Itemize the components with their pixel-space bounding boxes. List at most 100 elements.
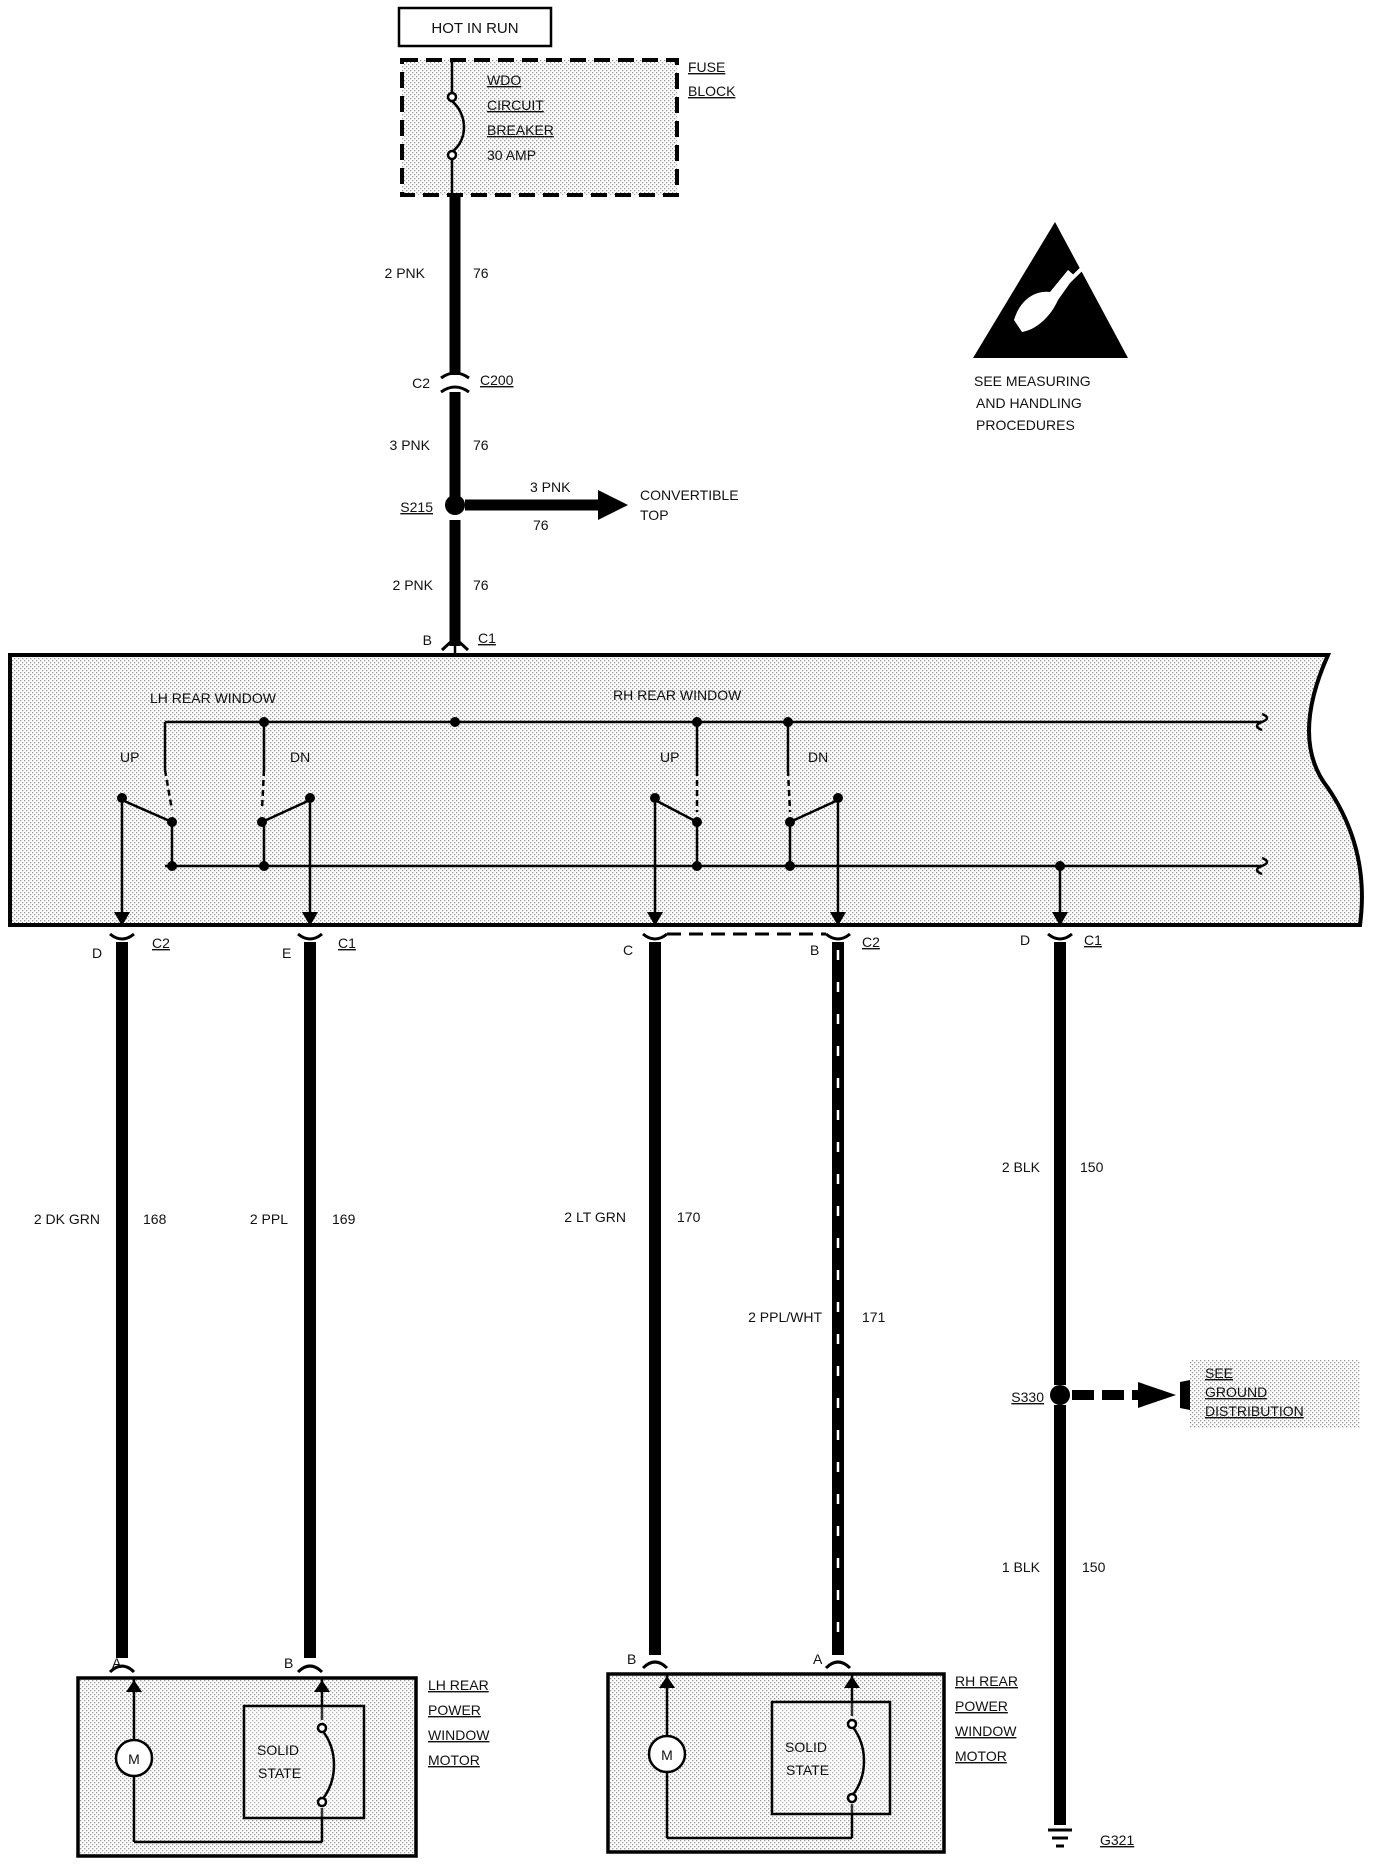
rh-solid-state-1: SOLID bbox=[785, 1739, 827, 1755]
lh-solid-state-2: STATE bbox=[258, 1765, 301, 1781]
rh-up-label: UP bbox=[660, 749, 679, 765]
rh-switch-nodes bbox=[650, 717, 1065, 871]
rh-motor-pin-a: A bbox=[813, 1651, 823, 1667]
out2-color: 2 PPL bbox=[250, 1211, 288, 1227]
out5-color: 2 BLK bbox=[1002, 1159, 1041, 1175]
hot-in-run-label: HOT IN RUN bbox=[431, 20, 518, 37]
lh-solid-state-1: SOLID bbox=[257, 1742, 299, 1758]
feed-w2-circuit: 76 bbox=[473, 437, 489, 453]
lh-motor-label-4: MOTOR bbox=[428, 1752, 480, 1768]
esd-warning-icon bbox=[973, 222, 1128, 358]
conn-c2-label: C2 bbox=[412, 375, 430, 391]
branch-circuit: 76 bbox=[533, 517, 549, 533]
lh-motor-internal-wiring bbox=[132, 1678, 366, 1844]
lh-motor-pin-arrows bbox=[126, 1680, 330, 1692]
feed-wire bbox=[440, 195, 470, 722]
breaker-label-3: BREAKER bbox=[487, 122, 554, 138]
fuse-block: WDO CIRCUIT BREAKER 30 AMP bbox=[400, 58, 679, 197]
rh-motor-pin-b: B bbox=[627, 1651, 636, 1667]
out1-pin: D bbox=[92, 945, 102, 961]
lh-switch-contacts bbox=[120, 722, 312, 920]
switch-output-arrows bbox=[114, 912, 1068, 926]
output-wires bbox=[116, 942, 1066, 1825]
lh-dn-label: DN bbox=[290, 749, 310, 765]
conn-c200-label: C200 bbox=[480, 372, 514, 388]
out3-pin: C bbox=[623, 942, 633, 958]
out1-circuit: 168 bbox=[143, 1211, 167, 1227]
ground-g321-label: G321 bbox=[1100, 1832, 1134, 1848]
lh-motor-label-2: POWER bbox=[428, 1702, 481, 1718]
splice-s215 bbox=[445, 495, 465, 515]
branch-dest-1: CONVERTIBLE bbox=[640, 487, 739, 503]
rear-window-switch-assembly: LH REAR WINDOW RH REAR WINDOW bbox=[8, 653, 1364, 927]
rh-motor-label-2: POWER bbox=[955, 1698, 1008, 1714]
rh-solid-state-2: STATE bbox=[786, 1762, 829, 1778]
lh-rear-window-motor: M SOLID STATE A B bbox=[76, 1655, 418, 1858]
lh-switch-nodes bbox=[117, 717, 315, 871]
out5-pin: D bbox=[1020, 932, 1030, 948]
rh-motor-label-4: MOTOR bbox=[955, 1748, 1007, 1764]
esd-notice-3: PROCEDURES bbox=[976, 417, 1075, 433]
rh-rear-window-title: RH REAR WINDOW bbox=[613, 687, 742, 703]
out4-pin: B bbox=[810, 942, 819, 958]
output-connectors bbox=[109, 932, 1073, 941]
out2-conn: C1 bbox=[338, 935, 356, 951]
lh-motor-connectors bbox=[108, 1664, 324, 1674]
switch-conn-c1: C1 bbox=[478, 630, 496, 646]
lh-motor-label-3: WINDOW bbox=[428, 1727, 490, 1743]
feed-w3-circuit: 76 bbox=[473, 577, 489, 593]
out4-circuit: 171 bbox=[862, 1309, 886, 1325]
out3-circuit: 170 bbox=[677, 1209, 701, 1225]
splice-s330 bbox=[1050, 1385, 1070, 1405]
feed-w2-color: 3 PNK bbox=[390, 437, 431, 453]
breaker-label-2: CIRCUIT bbox=[487, 97, 544, 113]
lh-motor-pin-b: B bbox=[284, 1655, 293, 1671]
switch-pin-b: B bbox=[423, 632, 432, 648]
see-ground-1: SEE bbox=[1205, 1365, 1233, 1381]
esd-notice-1: SEE MEASURING bbox=[974, 373, 1091, 389]
rh-motor-m-label: M bbox=[661, 1747, 673, 1763]
feed-w1-color: 2 PNK bbox=[385, 265, 426, 281]
splice-s330-label: S330 bbox=[1011, 1389, 1044, 1405]
fuse-block-label-2: BLOCK bbox=[688, 83, 736, 99]
feed-w1-circuit: 76 bbox=[473, 265, 489, 281]
lh-motor-pin-a: A bbox=[112, 1655, 122, 1671]
see-ground-3: DISTRIBUTION bbox=[1205, 1403, 1304, 1419]
out5-circuit: 150 bbox=[1080, 1159, 1104, 1175]
out1-color: 2 DK GRN bbox=[34, 1211, 100, 1227]
out3-color: 2 LT GRN bbox=[564, 1209, 626, 1225]
lh-rear-window-title: LH REAR WINDOW bbox=[150, 690, 277, 706]
rh-switch-contacts bbox=[653, 722, 1062, 920]
lh-motor-label-1: LH REAR bbox=[428, 1677, 489, 1693]
rh-motor-label-1: RH REAR bbox=[955, 1673, 1018, 1689]
out2-circuit: 169 bbox=[332, 1211, 356, 1227]
ground-distribution-ref: SEE GROUND DISTRIBUTION bbox=[1072, 1360, 1360, 1428]
rh-motor-pin-arrows bbox=[659, 1676, 860, 1688]
lh-motor-m-label: M bbox=[128, 1751, 140, 1767]
switch-bus-lines bbox=[165, 712, 1269, 876]
see-ground-2: GROUND bbox=[1205, 1384, 1267, 1400]
rh-rear-window-motor: M SOLID STATE B A bbox=[606, 1651, 946, 1854]
splice-s215-label: S215 bbox=[400, 499, 433, 515]
hot-in-run-box: HOT IN RUN bbox=[397, 6, 553, 48]
ground-g321-icon bbox=[1048, 1828, 1072, 1848]
rh-dn-label: DN bbox=[808, 749, 828, 765]
rh-motor-label-3: WINDOW bbox=[955, 1723, 1017, 1739]
lh-up-label: UP bbox=[120, 749, 139, 765]
breaker-label-4: 30 AMP bbox=[487, 147, 536, 163]
ground-lower-circuit: 150 bbox=[1082, 1559, 1106, 1575]
out4-conn: C2 bbox=[862, 934, 880, 950]
out2-pin: E bbox=[282, 945, 291, 961]
ground-lower-color: 1 BLK bbox=[1002, 1559, 1041, 1575]
out1-conn: C2 bbox=[152, 935, 170, 951]
rh-motor-internal-wiring bbox=[665, 1674, 892, 1840]
out4-color: 2 PPL/WHT bbox=[748, 1309, 822, 1325]
fuse-block-label-1: FUSE bbox=[688, 59, 725, 75]
out5-conn: C1 bbox=[1084, 932, 1102, 948]
breaker-label-1: WDO bbox=[487, 72, 521, 88]
branch-dest-2: TOP bbox=[640, 507, 669, 523]
feed-w3-color: 2 PNK bbox=[393, 577, 434, 593]
convertible-top-branch bbox=[465, 490, 628, 520]
branch-color: 3 PNK bbox=[530, 479, 571, 495]
